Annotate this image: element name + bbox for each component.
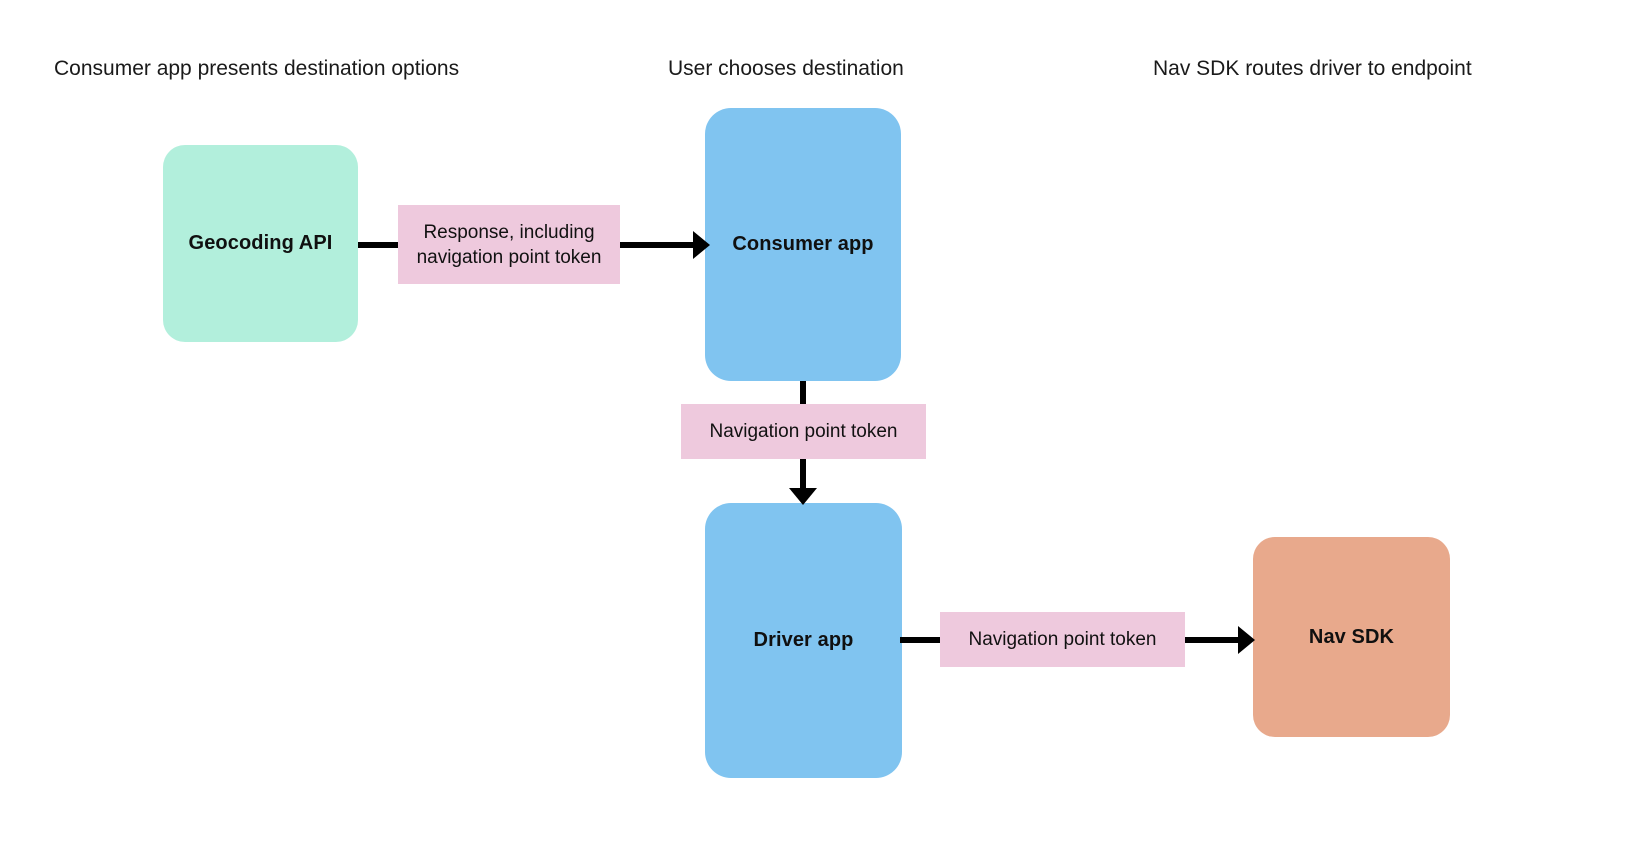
- edge-label-navigation-point-token-text-1: Navigation point token: [709, 421, 898, 442]
- edge-label-response-navigation-point-token: Response, including navigation point tok…: [398, 205, 620, 284]
- node-driver-app[interactable]: Driver app: [705, 503, 902, 778]
- node-geocoding-api[interactable]: Geocoding API: [163, 145, 358, 342]
- edge-label-navigation-point-token-consumer-driver: Navigation point token: [681, 404, 926, 459]
- column-header-user-choice-step: User chooses destination: [668, 57, 904, 80]
- edge-label-navigation-point-token-driver-navsdk: Navigation point token: [940, 612, 1185, 667]
- edge-label-navigation-point-token-text-2: Navigation point token: [968, 629, 1157, 650]
- node-nav-sdk-label: Nav SDK: [1308, 625, 1395, 648]
- edge-label-response-text: Response, including navigation point tok…: [416, 221, 602, 268]
- column-header-nav-sdk-step: Nav SDK routes driver to endpoint: [1153, 57, 1472, 80]
- node-geocoding-api-label: Geocoding API: [188, 232, 333, 254]
- node-driver-app-label: Driver app: [753, 629, 854, 651]
- node-consumer-app[interactable]: Consumer app: [705, 108, 901, 381]
- column-header-consumer-app-step: Consumer app presents destination option…: [54, 57, 460, 80]
- node-consumer-app-label: Consumer app: [732, 233, 874, 255]
- node-nav-sdk[interactable]: Nav SDK: [1253, 537, 1450, 737]
